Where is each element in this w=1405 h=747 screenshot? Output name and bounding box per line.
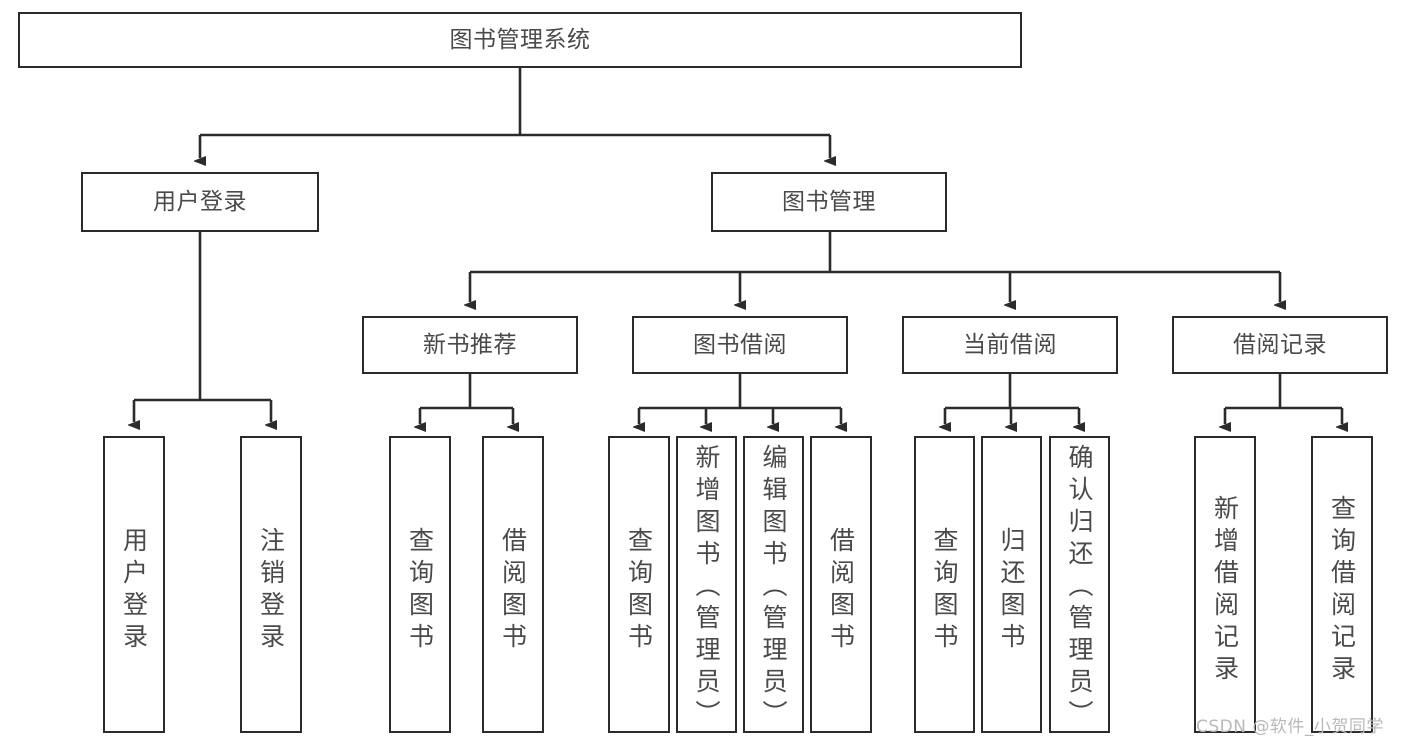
node-label: 注销登录 <box>256 526 286 655</box>
leaf-confirm-return-admin[interactable]: 确认归还（管理员） <box>1049 436 1110 733</box>
watermark: CSDN @软件_小贺同学 <box>1196 717 1384 737</box>
node-label: 新增借阅记录 <box>1210 494 1240 687</box>
node-new-book-recommend[interactable]: 新书推荐 <box>362 316 578 374</box>
node-label: 查询图书 <box>624 526 654 655</box>
node-label: 归还图书 <box>997 526 1026 655</box>
leaf-edit-book-admin[interactable]: 编辑图书（管理员） <box>743 436 804 733</box>
node-user-login[interactable]: 用户登录 <box>81 172 319 232</box>
node-label: 查询图书 <box>405 526 435 655</box>
node-label: 借阅记录 <box>1233 331 1327 358</box>
leaf-query-borrow-record[interactable]: 查询借阅记录 <box>1311 436 1373 733</box>
node-label: 查询图书 <box>930 526 959 655</box>
node-current-borrow[interactable]: 当前借阅 <box>902 316 1118 374</box>
node-book-management-system[interactable]: 图书管理系统 <box>18 12 1022 68</box>
node-label: 借阅图书 <box>826 526 856 655</box>
node-borrow-record[interactable]: 借阅记录 <box>1172 316 1388 374</box>
node-book-borrow[interactable]: 图书借阅 <box>632 316 848 374</box>
node-label: 查询借阅记录 <box>1327 494 1357 687</box>
node-label: 用户登录 <box>153 188 247 215</box>
node-label: 确认归还（管理员） <box>1065 444 1094 732</box>
node-label: 图书管理系统 <box>449 26 591 53</box>
node-label: 新书推荐 <box>423 331 517 358</box>
leaf-user-login[interactable]: 用户登录 <box>103 436 165 733</box>
leaf-add-book-admin[interactable]: 新增图书（管理员） <box>676 436 737 733</box>
leaf-return-book[interactable]: 归还图书 <box>981 436 1042 733</box>
leaf-query-book-borrow[interactable]: 查询图书 <box>608 436 670 733</box>
node-label: 当前借阅 <box>963 331 1057 358</box>
leaf-add-borrow-record[interactable]: 新增借阅记录 <box>1194 436 1256 733</box>
node-label: 图书借阅 <box>693 331 787 358</box>
leaf-query-book-current[interactable]: 查询图书 <box>914 436 975 733</box>
node-label: 用户登录 <box>119 526 149 655</box>
leaf-query-book-recommend[interactable]: 查询图书 <box>389 436 451 733</box>
node-label: 借阅图书 <box>498 526 528 655</box>
leaf-logout[interactable]: 注销登录 <box>240 436 302 733</box>
node-label: 编辑图书（管理员） <box>759 444 788 732</box>
leaf-borrow-book[interactable]: 借阅图书 <box>810 436 872 733</box>
node-label: 新增图书（管理员） <box>692 444 721 732</box>
leaf-borrow-book-recommend[interactable]: 借阅图书 <box>482 436 544 733</box>
node-label: 图书管理 <box>782 188 876 215</box>
node-book-management[interactable]: 图书管理 <box>711 172 947 232</box>
